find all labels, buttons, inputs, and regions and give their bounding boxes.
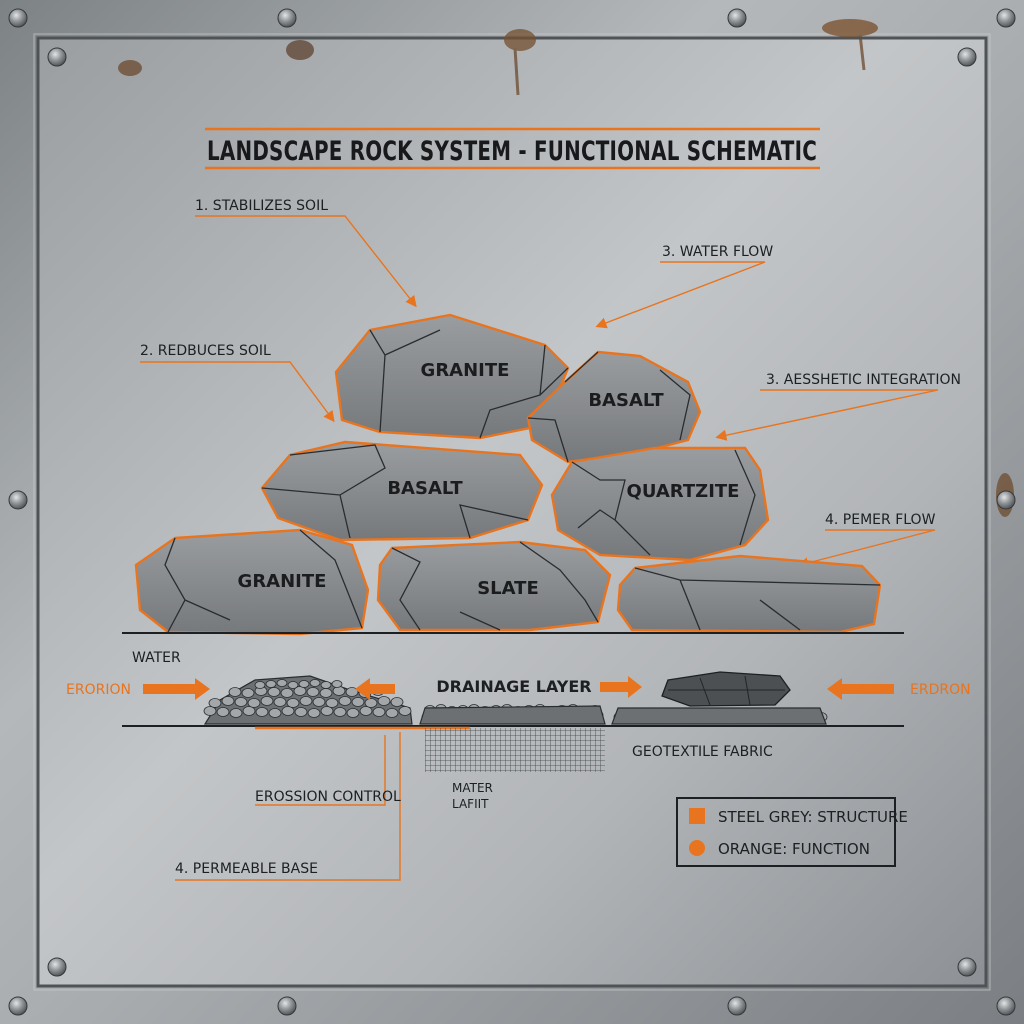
callout-aesthetic-integration: 3. AESSHETIC INTEGRATION: [766, 372, 961, 388]
rock-label-slate: SLATE: [477, 578, 539, 599]
callout-reduces-soil: 2. REDBUCES SOIL: [140, 343, 271, 359]
gravel-pebble: [346, 708, 360, 718]
title-block: LANDSCAPE ROCK SYSTEM - FUNCTIONAL SCHEM…: [205, 127, 820, 170]
gravel-pebble: [306, 687, 320, 697]
gravel-pebble: [268, 708, 282, 718]
rock-drainage-right: [661, 671, 791, 707]
rock-stack: GRANITE BASALT BASALT QUARTZITE GRANITE: [134, 313, 882, 636]
gravel-pebble: [398, 706, 412, 716]
gravel-pebble: [351, 697, 365, 707]
label-water: WATER: [132, 650, 181, 666]
gravel-pebble: [309, 679, 321, 687]
rock-flat-right: [616, 554, 882, 634]
legend: STEEL GREY: STRUCTURE ORANGE: FUNCTION: [676, 797, 908, 867]
gravel-strip-center: [419, 705, 606, 725]
gravel-pebble: [307, 708, 321, 718]
gravel-pebble: [242, 706, 256, 716]
gravel-pebble: [228, 687, 242, 697]
gravel-pebble: [298, 680, 310, 688]
rock-label-basalt-top: BASALT: [588, 390, 664, 411]
legend-function: ORANGE: FUNCTION: [718, 840, 870, 858]
gravel-pebble: [234, 697, 248, 707]
gravel-pebble: [325, 698, 339, 708]
callouts: 1. STABILIZES SOIL 3. WATER FLOW 2. REDB…: [140, 198, 961, 877]
gravel-pebble: [377, 696, 391, 706]
page-title: LANDSCAPE ROCK SYSTEM - FUNCTIONAL SCHEM…: [207, 136, 817, 167]
arrow-right-1: [143, 678, 210, 700]
gravel-pebble: [319, 688, 333, 698]
callout-permeable-base: 4. PERMEABLE BASE: [175, 861, 318, 877]
gravel-pebble: [359, 706, 373, 716]
gravel-pebble: [260, 696, 274, 706]
gravel-pebble: [265, 680, 277, 688]
gravel-pebble: [294, 707, 308, 717]
gravel-pebble: [280, 688, 294, 698]
panel-bolts: [8, 8, 1016, 1016]
gravel-pebble: [254, 681, 266, 689]
rock-label-basalt-mid: BASALT: [387, 478, 463, 499]
label-drainage-layer: DRAINAGE LAYER: [436, 677, 591, 696]
arrow-right-2: [600, 676, 642, 698]
rock-granite-top: GRANITE: [334, 313, 570, 440]
rock-slate: SLATE: [376, 540, 612, 632]
arrow-left-2: [827, 678, 894, 700]
callout-pemer-flow: 4. PEMER FLOW: [825, 512, 936, 528]
gravel-pebble: [281, 706, 295, 716]
gravel-pebble: [229, 708, 243, 718]
gravel-pebble: [286, 698, 300, 708]
label-mater: MATER: [452, 781, 493, 795]
rock-label-quartzite: QUARTZITE: [627, 481, 740, 502]
gravel-strip-right: [611, 707, 827, 725]
rock-quartzite: QUARTZITE: [550, 446, 770, 562]
gravel-pebble: [267, 687, 281, 697]
gravel-pebble: [299, 696, 313, 706]
gravel-pebble: [255, 707, 269, 717]
callout-stabilizes-soil: 1. STABILIZES SOIL: [195, 198, 328, 214]
gravel-pebble: [216, 707, 230, 717]
gravel-pebble: [287, 681, 299, 689]
rock-label-granite-top: GRANITE: [421, 360, 510, 381]
gravel-pebble: [276, 679, 288, 687]
legend-swatch-structure: [689, 808, 705, 824]
arrow-left-1: [355, 678, 395, 700]
gravel-pebble: [312, 697, 326, 707]
gravel-pebble: [273, 697, 287, 707]
gravel-pebble: [372, 707, 386, 717]
gravel-pebble: [332, 686, 346, 696]
gravel-pebble: [338, 696, 352, 706]
legend-box: [676, 797, 896, 867]
gravel-pebble: [203, 706, 217, 716]
rock-basalt-top: BASALT: [526, 350, 702, 464]
gravel-pebble: [390, 697, 404, 707]
drainage-section: WATER ERORION ERDRON DRAINAGE LAYER GEOT…: [66, 650, 971, 811]
label-erosion-right: ERDRON: [910, 682, 971, 698]
callout-erosion-control: EROSSION CONTROL: [255, 789, 401, 805]
gravel-pebble: [320, 681, 332, 689]
legend-swatch-function: [689, 840, 705, 856]
gravel-pebble: [241, 688, 255, 698]
gravel-pebble: [333, 707, 347, 717]
erosion-arrows: [143, 676, 894, 700]
geotextile-mesh: [425, 728, 605, 772]
callout-water-flow: 3. WATER FLOW: [662, 244, 773, 260]
gravel-pebble: [345, 687, 359, 697]
gravel-pebble: [320, 706, 334, 716]
rock-basalt-mid: BASALT: [260, 440, 544, 542]
gravel-pebble: [221, 696, 235, 706]
label-erosion-left: ERORION: [66, 682, 131, 698]
gravel-pebble: [364, 698, 378, 708]
rock-granite-bottom: GRANITE: [134, 528, 370, 636]
gravel-pebble: [331, 680, 343, 688]
label-geotextile-fabric: GEOTEXTILE FABRIC: [632, 744, 773, 760]
gravel-pebble: [247, 698, 261, 708]
rock-label-granite-bottom: GRANITE: [238, 571, 327, 592]
gravel-pebble: [208, 698, 222, 708]
gravel-pebble: [385, 708, 399, 718]
callout-lines: [140, 215, 939, 881]
label-lafiit: LAFIIT: [452, 797, 489, 811]
legend-structure: STEEL GREY: STRUCTURE: [718, 808, 908, 826]
